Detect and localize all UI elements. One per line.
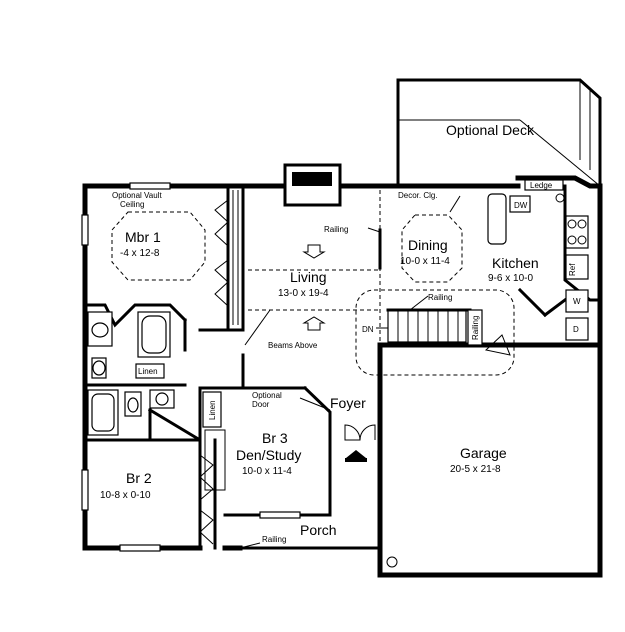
- br3-dims: 10-0 x 11-4: [242, 466, 292, 477]
- mbr1-note-line1: Optional Vault: [112, 191, 162, 200]
- dw-label: DW: [514, 201, 528, 210]
- hall-bath-fixtures: [87, 389, 175, 436]
- exterior-walls: [82, 175, 603, 578]
- mbr1-title: Mbr 1: [125, 229, 161, 245]
- ref-label: Ref: [568, 263, 577, 276]
- windows: [81, 182, 301, 552]
- dining-title: Dining: [408, 237, 448, 253]
- kitchen-title: Kitchen: [492, 255, 539, 271]
- master-closet-doors: [214, 190, 239, 325]
- deck-title: Optional Deck: [446, 122, 535, 138]
- garage-title: Garage: [460, 445, 507, 461]
- vault-ceiling-outline: [111, 211, 206, 281]
- br3-title-line1: Br 3: [262, 430, 288, 446]
- master-bath-fixtures: Linen: [87, 311, 171, 379]
- stairway: Railing DN: [355, 289, 515, 376]
- kitchen-fixtures: Ref W D Ledge DW: [487, 179, 589, 341]
- dining-dims: 10-0 x 11-4: [400, 256, 450, 267]
- kitchen-dims: 9-6 x 10-0: [488, 273, 533, 284]
- decor-clg-label: Decor. Clg.: [398, 191, 438, 200]
- optional-door-line1: Optional: [252, 391, 282, 400]
- bath-linen-label: Linen: [138, 367, 158, 376]
- garage-dims: 20-5 x 21-8: [450, 464, 501, 475]
- fireplace: [283, 163, 342, 207]
- br2-closet-doors: [199, 438, 217, 550]
- optional-door-line2: Door: [252, 400, 270, 409]
- mbr1-note-line2: Ceiling: [120, 200, 144, 209]
- stair-down-label: DN: [362, 325, 374, 334]
- beams-above-label: Beams Above: [268, 341, 318, 350]
- hall-linen: Linen: [202, 391, 226, 491]
- foyer-title: Foyer: [330, 395, 366, 411]
- living-title: Living: [290, 269, 327, 285]
- hall-linen-label: Linen: [208, 400, 217, 420]
- living-dims: 13-0 x 19-4: [278, 288, 329, 299]
- porch-railing-label: Railing: [262, 535, 286, 544]
- living-railing-label: Railing: [324, 225, 348, 234]
- ledge-label: Ledge: [530, 181, 553, 190]
- mbr1-dims: -4 x 12-8: [120, 248, 160, 259]
- living-arrows: [302, 244, 326, 331]
- stair-side-railing-label: Railing: [471, 316, 480, 340]
- washer-label: W: [573, 297, 581, 306]
- entry-door: [344, 424, 376, 462]
- dryer-label: D: [573, 325, 579, 334]
- deck-area: Optional Deck: [396, 78, 602, 188]
- porch-title: Porch: [300, 522, 337, 538]
- br3-title-line2: Den/Study: [236, 447, 301, 463]
- br2-dims: 10-8 x 0-10: [100, 490, 151, 501]
- br2-title: Br 2: [126, 470, 152, 486]
- stair-railing-label: Railing: [428, 293, 452, 302]
